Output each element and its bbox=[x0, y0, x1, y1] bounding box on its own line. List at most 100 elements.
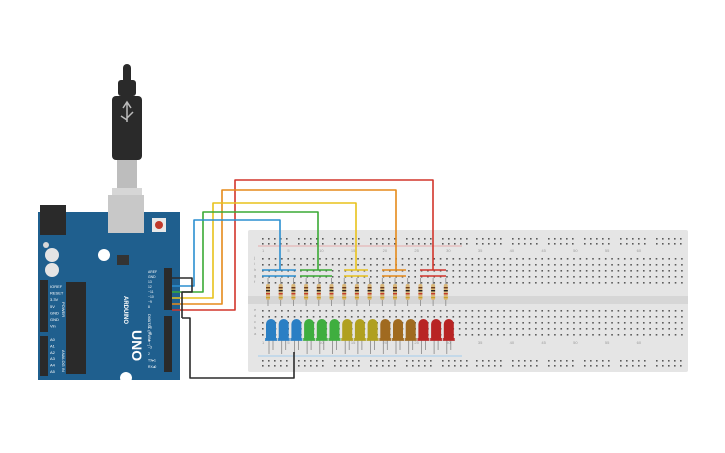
hole[interactable] bbox=[466, 238, 468, 240]
hole[interactable] bbox=[579, 258, 582, 260]
hole[interactable] bbox=[424, 360, 426, 362]
hole[interactable] bbox=[430, 360, 432, 362]
hole[interactable] bbox=[331, 258, 334, 260]
hole[interactable] bbox=[674, 258, 677, 260]
hole[interactable] bbox=[518, 365, 520, 367]
hole[interactable] bbox=[579, 270, 582, 272]
hole[interactable] bbox=[293, 282, 296, 284]
hole[interactable] bbox=[566, 360, 568, 362]
hole[interactable] bbox=[376, 276, 378, 278]
hole[interactable] bbox=[632, 243, 634, 245]
hole[interactable] bbox=[458, 310, 461, 312]
hole[interactable] bbox=[560, 328, 563, 330]
hole[interactable] bbox=[584, 360, 586, 362]
hole[interactable] bbox=[448, 365, 450, 367]
hole[interactable] bbox=[312, 316, 315, 318]
hole[interactable] bbox=[630, 316, 632, 318]
led[interactable] bbox=[442, 319, 455, 354]
hole[interactable] bbox=[617, 310, 620, 312]
hole[interactable] bbox=[338, 310, 340, 312]
hole[interactable] bbox=[454, 360, 456, 362]
hole[interactable] bbox=[630, 310, 632, 312]
hole[interactable] bbox=[382, 310, 385, 312]
hole[interactable] bbox=[535, 276, 537, 278]
hole[interactable] bbox=[316, 243, 318, 245]
led[interactable] bbox=[341, 319, 354, 354]
hole[interactable] bbox=[482, 243, 484, 245]
hole[interactable] bbox=[573, 258, 575, 260]
hole[interactable] bbox=[644, 365, 646, 367]
hole[interactable] bbox=[439, 282, 442, 284]
hole[interactable] bbox=[630, 270, 632, 272]
hole[interactable] bbox=[496, 282, 499, 284]
hole[interactable] bbox=[630, 328, 632, 330]
hole[interactable] bbox=[566, 328, 569, 330]
hole[interactable] bbox=[376, 264, 378, 266]
hole[interactable] bbox=[590, 360, 592, 362]
hole[interactable] bbox=[554, 270, 556, 272]
wire-orange[interactable] bbox=[172, 189, 397, 305]
hole[interactable] bbox=[585, 334, 588, 336]
hole[interactable] bbox=[306, 264, 309, 266]
hole[interactable] bbox=[334, 243, 336, 245]
hole[interactable] bbox=[477, 334, 480, 336]
hole[interactable] bbox=[331, 276, 334, 278]
hole[interactable] bbox=[369, 316, 372, 318]
hole[interactable] bbox=[286, 360, 288, 362]
hole[interactable] bbox=[376, 270, 378, 272]
hole[interactable] bbox=[592, 282, 594, 284]
hole[interactable] bbox=[518, 360, 520, 362]
hole[interactable] bbox=[358, 243, 360, 245]
hole[interactable] bbox=[554, 360, 556, 362]
hole[interactable] bbox=[496, 328, 499, 330]
hole[interactable] bbox=[420, 258, 423, 260]
hole[interactable] bbox=[643, 316, 645, 318]
hole[interactable] bbox=[406, 360, 408, 362]
hole[interactable] bbox=[310, 243, 312, 245]
hole[interactable] bbox=[338, 264, 340, 266]
hole[interactable] bbox=[338, 270, 340, 272]
hole[interactable] bbox=[490, 276, 493, 278]
hole[interactable] bbox=[530, 243, 532, 245]
hole[interactable] bbox=[602, 365, 604, 367]
hole[interactable] bbox=[572, 238, 574, 240]
hole[interactable] bbox=[382, 243, 384, 245]
hole[interactable] bbox=[596, 360, 598, 362]
hole[interactable] bbox=[370, 243, 372, 245]
led[interactable] bbox=[265, 319, 277, 354]
hole[interactable] bbox=[287, 264, 289, 266]
hole[interactable] bbox=[611, 328, 613, 330]
led[interactable] bbox=[303, 319, 316, 354]
hole[interactable] bbox=[643, 334, 645, 336]
hole[interactable] bbox=[604, 310, 607, 312]
hole[interactable] bbox=[572, 243, 574, 245]
hole[interactable] bbox=[573, 322, 575, 324]
hole[interactable] bbox=[369, 310, 372, 312]
hole[interactable] bbox=[560, 238, 562, 240]
hole[interactable] bbox=[668, 264, 670, 266]
hole[interactable] bbox=[388, 243, 390, 245]
hole[interactable] bbox=[638, 365, 640, 367]
hole[interactable] bbox=[530, 238, 532, 240]
hole[interactable] bbox=[585, 316, 588, 318]
hole[interactable] bbox=[319, 258, 321, 260]
hole[interactable] bbox=[643, 276, 645, 278]
arduino-board[interactable]: ARDUINO UNO POWER ANALOG IN DIGITAL (PWM… bbox=[38, 195, 180, 384]
hole[interactable] bbox=[662, 282, 664, 284]
hole[interactable] bbox=[548, 365, 550, 367]
hole[interactable] bbox=[471, 264, 474, 266]
hole[interactable] bbox=[560, 316, 563, 318]
hole[interactable] bbox=[608, 238, 610, 240]
hole[interactable] bbox=[655, 328, 658, 330]
hole[interactable] bbox=[322, 243, 324, 245]
hole[interactable] bbox=[560, 322, 563, 324]
hole[interactable] bbox=[626, 238, 628, 240]
hole[interactable] bbox=[518, 238, 520, 240]
hole[interactable] bbox=[476, 243, 478, 245]
hole[interactable] bbox=[340, 365, 342, 367]
hole[interactable] bbox=[319, 282, 321, 284]
hole[interactable] bbox=[566, 270, 569, 272]
hole[interactable] bbox=[414, 264, 416, 266]
hole[interactable] bbox=[325, 310, 328, 312]
hole[interactable] bbox=[572, 360, 574, 362]
